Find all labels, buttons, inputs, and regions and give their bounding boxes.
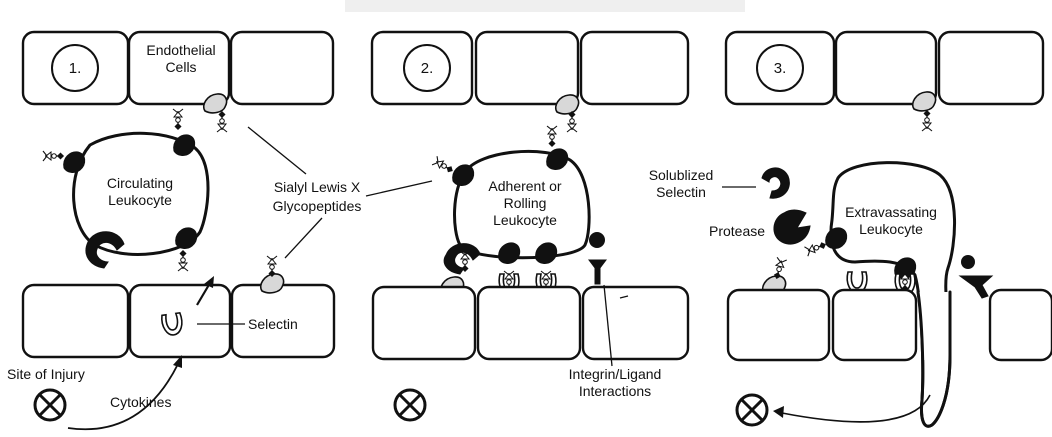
site-of-injury-icon <box>395 390 425 420</box>
leukocyte-selectin-knob <box>536 243 557 264</box>
solublized-selectin <box>762 168 789 198</box>
integrin <box>589 232 605 248</box>
leukocyte-selectin-knob <box>453 165 474 186</box>
extravasating-leukocyte-label-line2: Leukocyte <box>859 221 923 237</box>
sialyl-lewis-x-label: Sialyl Lewis X <box>274 179 361 195</box>
panel-3: 3. Extravassating Leukocyte Solublized S… <box>649 32 1052 426</box>
endothelial-cell-2d <box>373 287 475 359</box>
sialyl-lewis-x-glyco <box>547 126 557 147</box>
adherent-leukocyte-label-line3: Leukocyte <box>493 212 557 228</box>
endothelial-cell-1c <box>231 32 333 104</box>
migration-arrowhead <box>773 406 784 418</box>
solublized-selectin-label: Solublized <box>649 167 714 183</box>
panel-number: 2. <box>421 60 434 77</box>
site-of-injury-label: Site of Injury <box>7 366 85 382</box>
panel-1: 1. Endothelial Cells Circulating Leukocy… <box>7 32 432 429</box>
leukocyte-selectin-knob <box>826 228 847 249</box>
endothelial-cell-3d <box>728 290 829 360</box>
site-of-injury-icon <box>35 390 65 420</box>
extravasating-leukocyte-label: Extravassating <box>845 204 937 220</box>
endothelial-cell-2b <box>476 32 578 104</box>
leukocyte-selectin-knob <box>176 228 197 249</box>
selectin-label: Selectin <box>248 316 298 332</box>
endothelial-cell-2e <box>478 287 580 359</box>
integrin-ligand <box>589 260 606 284</box>
migration-arrow <box>782 395 930 422</box>
integrin-ligand-label: Integrin/Ligand <box>569 366 662 382</box>
leukocyte-selectin-knob <box>64 152 85 173</box>
integrin-ligand <box>960 276 992 298</box>
slx-leader-1 <box>248 127 306 174</box>
sialyl-lewis-x-glyco <box>922 110 932 131</box>
scan-smudge <box>345 0 745 12</box>
cytokines-label: Cytokines <box>110 394 171 410</box>
sialyl-lewis-x-glyco <box>43 151 64 161</box>
endothelial-cell-2c <box>581 32 688 104</box>
slx-leader-3 <box>366 181 432 196</box>
endothelial-cell-3f <box>990 290 1052 360</box>
endothelial-cell-3c <box>939 32 1043 104</box>
sialyl-lewis-x-glyco <box>432 156 455 175</box>
panel-2: 2. Adherent or Rolling Leukocyte Integri… <box>372 32 688 420</box>
panel-number: 3. <box>774 60 787 77</box>
slx-leader-2 <box>285 218 322 258</box>
site-of-injury-icon <box>737 395 767 425</box>
panel-number: 1. <box>69 60 82 77</box>
integrin <box>961 255 975 269</box>
adherent-leukocyte-label-line2: Rolling <box>504 195 547 211</box>
sialyl-lewis-x-glyco <box>804 240 827 257</box>
adherent-leukocyte-label: Adherent or <box>488 178 561 194</box>
endothelial-cells-label: Endothelial <box>146 42 215 58</box>
endothelial-cell-3e <box>833 290 916 360</box>
sialyl-lewis-x-label-line2: Glycopeptides <box>273 198 362 214</box>
circulating-leukocyte-label-line2: Leukocyte <box>108 192 172 208</box>
leukocyte-selectin-knob <box>499 243 520 264</box>
sialyl-lewis-x-glyco <box>178 250 188 271</box>
endothelial-cell-2f <box>583 287 688 359</box>
solublized-selectin-label-line2: Selectin <box>656 184 706 200</box>
sialyl-lewis-x-glyco <box>217 111 227 132</box>
protease-label: Protease <box>709 223 765 239</box>
endothelial-cells-label-line2: Cells <box>165 59 196 75</box>
integrin-ligand-label-line2: Interactions <box>579 383 651 399</box>
circulating-leukocyte-label: Circulating <box>107 175 173 191</box>
sialyl-lewis-x-glyco <box>173 109 183 130</box>
protease <box>774 210 810 244</box>
endothelial-cell-1d <box>23 285 128 357</box>
